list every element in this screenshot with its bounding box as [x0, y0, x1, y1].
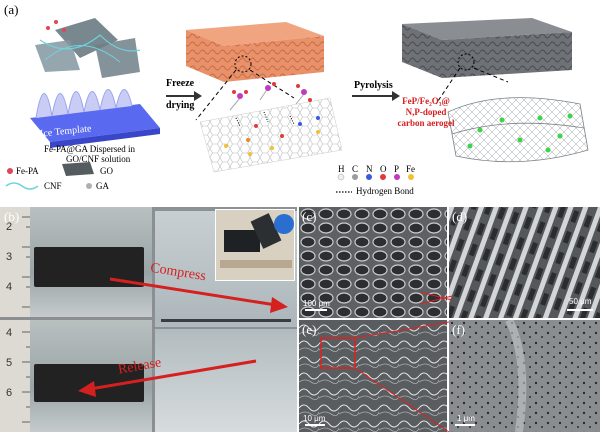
grey-foam-block: [402, 18, 572, 78]
orange-foam-block: [186, 22, 324, 82]
sem-panel-f: (f) 1 μm: [449, 320, 600, 432]
ruler-bottom: [0, 320, 30, 432]
hydrogen-bond-label: Hydrogen Bond: [356, 186, 414, 196]
atom-fe: Fe: [406, 164, 415, 174]
inset-photo: [215, 209, 295, 281]
scale-bar-f: 1 μm: [457, 414, 475, 423]
legend-fe-pa: Fe-PA: [16, 166, 39, 176]
drying-label: drying: [166, 100, 195, 111]
panel-a: (a): [0, 0, 600, 205]
compressed-foam: [161, 319, 291, 322]
scale-bar-e: 10 μm: [303, 414, 326, 423]
panel-b: 2 3 4 4 5 6 (b) Compress Release: [0, 207, 297, 432]
panel-a-schematic: [5, 18, 589, 193]
panel-label-f: (f): [452, 322, 465, 337]
ruler-top-4: 4: [6, 281, 13, 293]
freeze-label: Freeze: [166, 78, 195, 89]
ruler-bottom-6: 6: [6, 387, 13, 399]
ice-template-graphic: [30, 18, 160, 148]
sem-panel-e: (e) 10 μm: [299, 320, 447, 432]
ruler-bottom-4: 4: [6, 327, 13, 339]
sem-f-texture: [449, 320, 600, 432]
pyrolysis-label: Pyrolysis: [354, 80, 393, 91]
ruler-top-3: 3: [6, 251, 13, 263]
dispersed-line-2: GO/CNF solution: [66, 154, 131, 164]
scale-bar-d: 50 μm: [569, 297, 592, 306]
ruler-ticks: [22, 216, 30, 423]
ruler-top-2: 2: [6, 221, 13, 233]
ruler-top: [0, 207, 30, 317]
carbon-aerogel-sheet: [447, 97, 589, 163]
sem-panel-c: (c) 100 μm: [299, 207, 447, 318]
legend-cnf: CNF: [44, 181, 62, 191]
legend-go: GO: [100, 166, 113, 176]
atom-c: C: [352, 164, 359, 174]
product-label: FeP/Fe₂O₃@ N,P-doped carbon aerogel: [396, 96, 456, 129]
panel-label-e: (e): [302, 322, 317, 337]
atom-o: O: [380, 164, 387, 174]
sem-panel-d: (d) 50 μm: [449, 207, 600, 318]
atom-n: N: [366, 164, 373, 174]
photo-press: [155, 207, 297, 432]
sem-d-texture: [449, 207, 600, 318]
ruler-bottom-5: 5: [6, 357, 13, 369]
product-line-1: FeP/Fe₂O₃@: [402, 96, 450, 106]
panel-label-c: (c): [302, 209, 317, 224]
atom-p: P: [394, 164, 400, 174]
panel-label-d: (d): [452, 209, 468, 224]
product-line-2: N,P-doped: [405, 107, 447, 117]
panel-label-a: (a): [4, 2, 19, 17]
molecular-sheet: [199, 82, 343, 173]
dispersed-line-1: Fe-PA@GA Dispersed in: [44, 144, 135, 154]
atom-h: H: [338, 164, 345, 174]
panel-label-b: (b): [4, 209, 20, 224]
legend-ga: GA: [96, 181, 109, 191]
scale-bar-c: 100 μm: [303, 299, 330, 308]
product-line-3: carbon aerogel: [397, 118, 455, 128]
panel-b-arrows: [78, 277, 288, 397]
